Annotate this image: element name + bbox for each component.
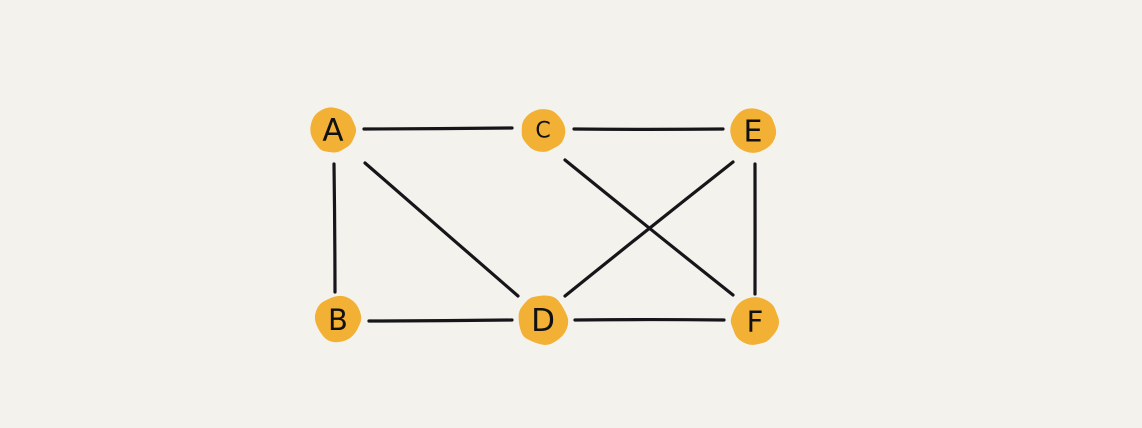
node-circle [314, 295, 362, 343]
node-circle [521, 109, 566, 152]
node-label: E [744, 115, 763, 150]
node-circle [730, 108, 777, 153]
graph-edge [363, 161, 520, 298]
graph-node-e[interactable]: E [730, 108, 777, 153]
node-label: B [328, 303, 348, 337]
node-label: D [531, 303, 555, 339]
graph-edge [563, 160, 735, 298]
node-circle [518, 295, 569, 345]
node-label: F [747, 305, 764, 339]
graph-edge [332, 162, 337, 294]
graph-edge [362, 126, 514, 131]
node-label: C [535, 119, 550, 144]
node-label: A [322, 113, 343, 149]
node-circle [730, 297, 779, 345]
graph-node-a[interactable]: A [310, 107, 357, 153]
graph-node-f[interactable]: F [730, 297, 779, 345]
graph-edge [367, 318, 514, 323]
nodes-layer: A B C D E F [310, 107, 779, 345]
graph-node-d[interactable]: D [518, 295, 569, 345]
node-circle [310, 107, 357, 153]
graph-node-b[interactable]: B [314, 295, 362, 343]
edges-layer [332, 126, 757, 323]
graph-node-c[interactable]: C [521, 109, 566, 152]
